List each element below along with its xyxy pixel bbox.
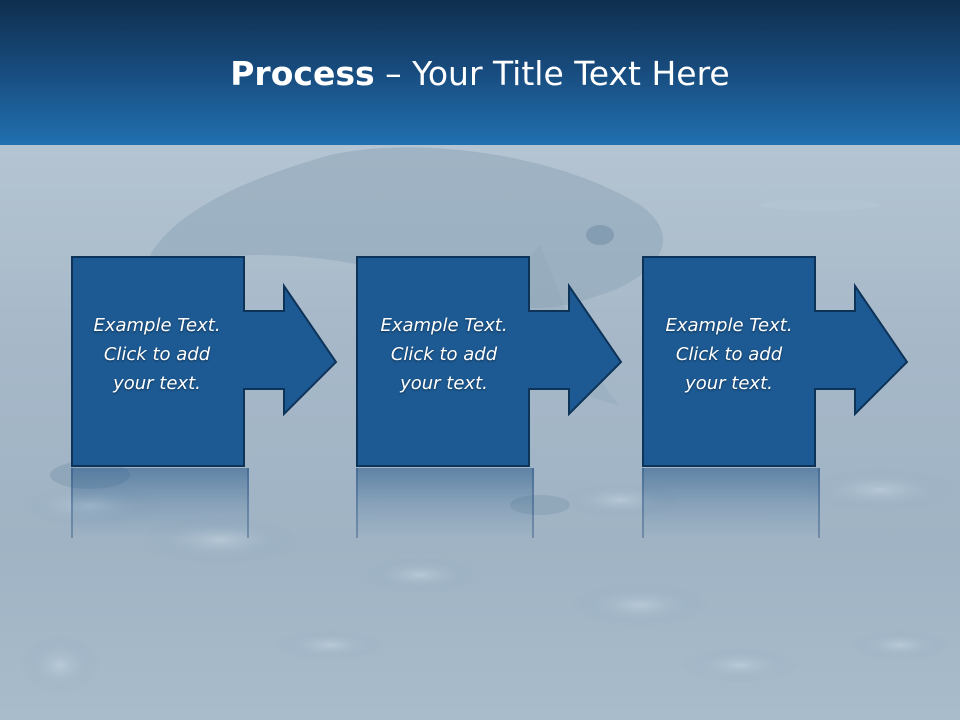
step-text-line: Example Text. xyxy=(665,315,793,336)
step-text-line: Click to add xyxy=(390,344,498,365)
title-bold: Process xyxy=(230,54,375,93)
step-text-line: Example Text. xyxy=(380,315,508,336)
sunfish-eye xyxy=(586,225,614,245)
fish xyxy=(800,468,960,512)
sunfish-shape xyxy=(150,147,663,309)
process-step-1[interactable]: Example Text. Click to add your text. xyxy=(71,256,341,468)
fish xyxy=(275,629,385,661)
fish xyxy=(850,629,950,661)
slide-title[interactable]: Process – Your Title Text Here xyxy=(0,52,960,96)
fish xyxy=(680,647,800,683)
right-arrow-icon xyxy=(356,256,623,467)
fish xyxy=(570,583,710,627)
step-text-line: your text. xyxy=(400,373,488,394)
fish xyxy=(360,557,480,593)
step-2-reflection xyxy=(356,468,534,538)
right-arrow-icon xyxy=(71,256,338,467)
process-step-2[interactable]: Example Text. Click to add your text. xyxy=(356,256,626,468)
step-text-line: your text. xyxy=(685,373,773,394)
step-3-reflection xyxy=(642,468,820,538)
step-3-text[interactable]: Example Text. Click to add your text. xyxy=(643,311,815,398)
step-text-line: your text. xyxy=(113,373,201,394)
fish xyxy=(760,199,880,211)
process-step-3[interactable]: Example Text. Click to add your text. xyxy=(642,256,912,468)
title-bar: Process – Your Title Text Here xyxy=(0,0,960,145)
right-arrow-icon xyxy=(642,256,909,467)
step-text-line: Click to add xyxy=(103,344,211,365)
step-2-text[interactable]: Example Text. Click to add your text. xyxy=(358,311,530,398)
step-text-line: Click to add xyxy=(675,344,783,365)
title-rest: – Your Title Text Here xyxy=(374,54,730,93)
step-text-line: Example Text. xyxy=(93,315,221,336)
fish xyxy=(20,635,100,695)
step-1-reflection xyxy=(71,468,249,538)
step-1-text[interactable]: Example Text. Click to add your text. xyxy=(71,311,243,398)
